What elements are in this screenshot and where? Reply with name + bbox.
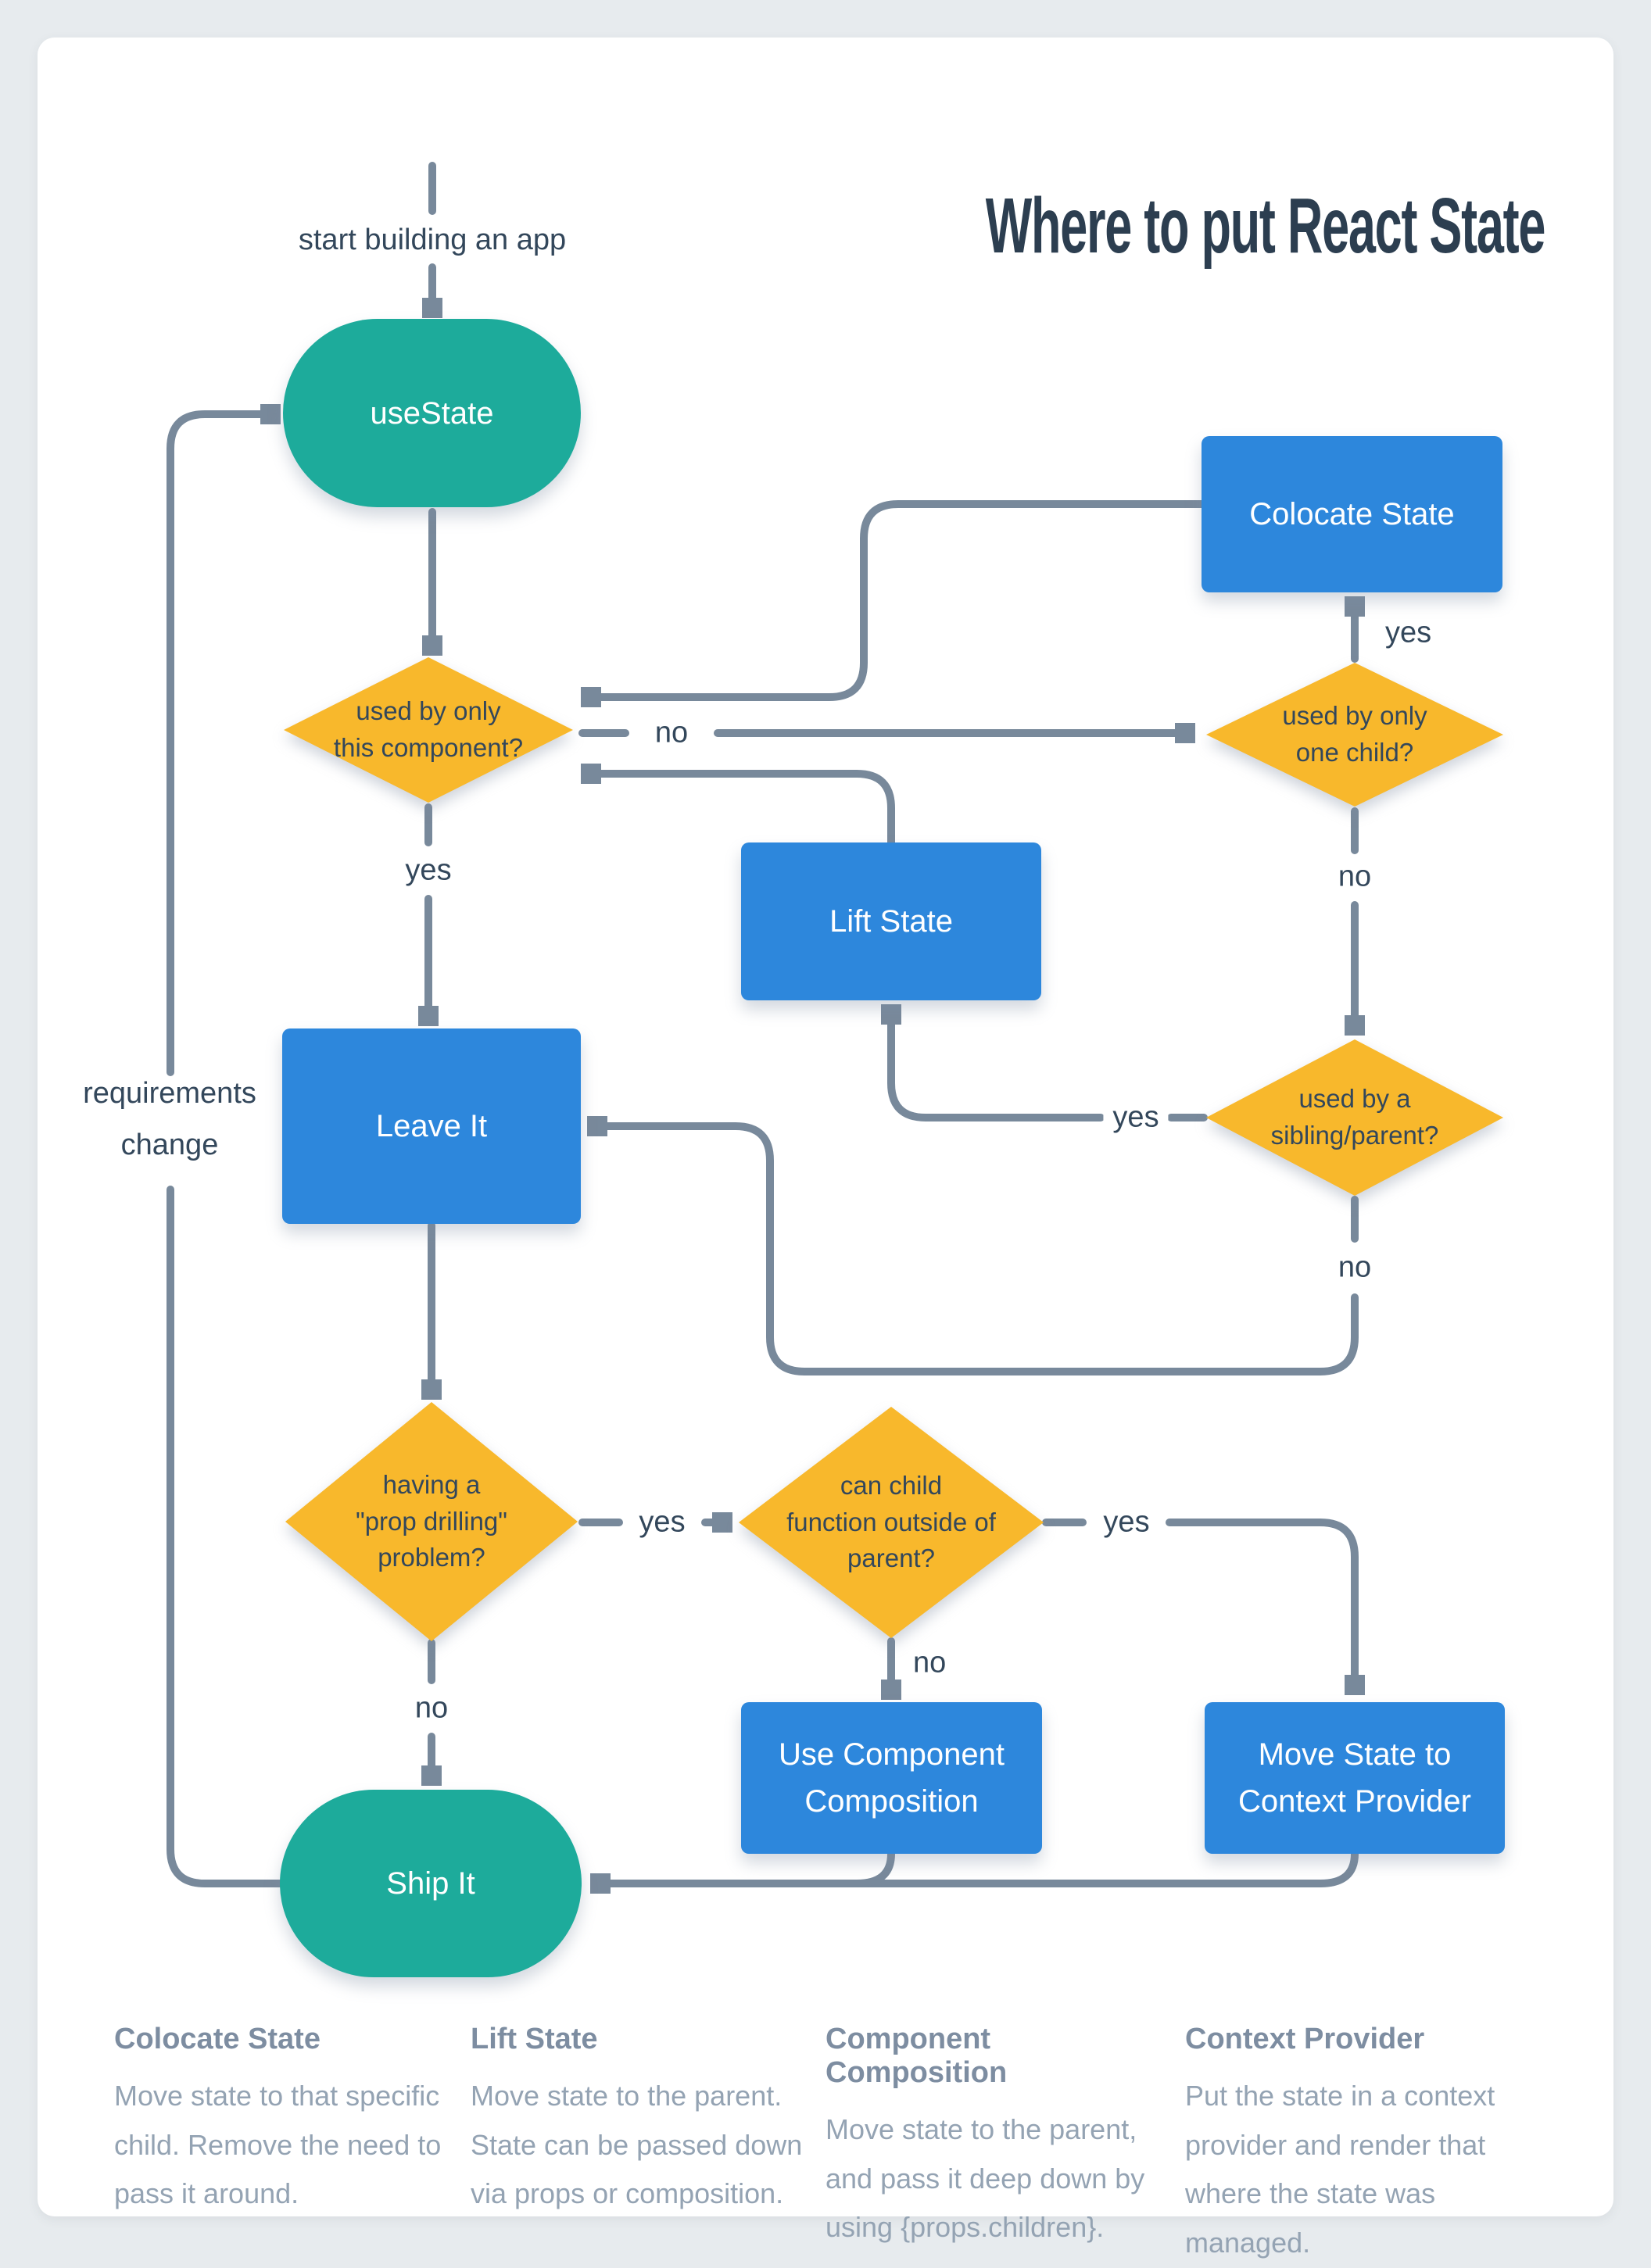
edge-label-component-yes: yes bbox=[396, 852, 461, 889]
decision-can-child-function-outside: can child function outside of parent? bbox=[739, 1407, 1044, 1638]
node-leave-it-label: Leave It bbox=[375, 1109, 488, 1143]
edge-lift-to-component bbox=[588, 774, 895, 846]
legend-colocate-state: Colocate State Move state to that specif… bbox=[114, 2023, 455, 2219]
decision-line: "prop drilling" bbox=[355, 1506, 508, 1536]
node-label-line: Context Provider bbox=[1238, 1784, 1471, 1819]
node-ship-it: Ship It bbox=[280, 1790, 582, 1977]
edge-label-sibling-no: no bbox=[1328, 1249, 1381, 1286]
decision-line: problem? bbox=[378, 1543, 485, 1572]
decision-line: having a bbox=[382, 1469, 481, 1499]
edge-label-propdrill-yes: yes bbox=[629, 1504, 695, 1541]
edge-context-to-ship bbox=[597, 1850, 1359, 1883]
decision-line: used by only bbox=[1282, 701, 1427, 731]
legend-context-provider: Context Provider Put the state in a cont… bbox=[1185, 2023, 1526, 2268]
decision-line: this component? bbox=[333, 733, 524, 762]
node-label-line: Composition bbox=[804, 1784, 979, 1819]
decision-line: sibling/parent? bbox=[1270, 1121, 1439, 1150]
edge-label-onechild-no: no bbox=[1328, 858, 1381, 896]
edge-colocate-to-component bbox=[588, 500, 1205, 697]
legend-title: Context Provider bbox=[1185, 2023, 1425, 2055]
requirements-change-annotation-line1: requirements bbox=[83, 1077, 256, 1110]
node-usestate-label: useState bbox=[370, 395, 494, 431]
edge-label-childfn-no: no bbox=[913, 1646, 947, 1680]
legend-body: Put the state in a context provider and … bbox=[1185, 2080, 1495, 2259]
decision-line: one child? bbox=[1295, 738, 1414, 767]
legend-body: Move state to the parent. State can be p… bbox=[471, 2080, 803, 2210]
edge-label-sibling-yes: yes bbox=[1103, 1099, 1169, 1136]
start-annotation: start building an app bbox=[298, 224, 567, 256]
node-ship-it-label: Ship It bbox=[386, 1866, 475, 1901]
node-move-state-to-context-provider: Move State to Context Provider bbox=[1205, 1702, 1505, 1854]
decision-used-by-this-component: used by only this component? bbox=[284, 657, 573, 803]
legend-body: Move state to the parent, and pass it de… bbox=[826, 2113, 1145, 2244]
decision-prop-drilling-problem: having a "prop drilling" problem? bbox=[285, 1402, 578, 1641]
decision-used-by-one-child: used by only one child? bbox=[1206, 663, 1503, 807]
decision-used-by-sibling-parent: used by a sibling/parent? bbox=[1206, 1039, 1503, 1196]
legend-lift-state: Lift State Move state to the parent. Sta… bbox=[471, 2023, 811, 2219]
page-title: Where to put React State bbox=[985, 182, 1546, 270]
node-label-line: Use Component bbox=[778, 1737, 1005, 1772]
edge-sibling-yes-to-lift bbox=[891, 1011, 1105, 1121]
edge-label-childfn-yes: yes bbox=[1094, 1504, 1159, 1541]
edge-sibling-no-to-leave bbox=[594, 1126, 1359, 1375]
node-lift-state: Lift State bbox=[741, 842, 1041, 1000]
decision-line: used by a bbox=[1298, 1084, 1411, 1114]
decision-line: used by only bbox=[356, 696, 501, 726]
node-use-component-composition: Use Component Composition bbox=[741, 1702, 1042, 1854]
decision-line: function outside of bbox=[786, 1507, 996, 1536]
node-colocate-state-label: Colocate State bbox=[1249, 497, 1455, 531]
requirements-change-annotation-line2: change bbox=[120, 1129, 219, 1161]
edge-label-onechild-yes: yes bbox=[1385, 616, 1432, 649]
edge-label-component-no: no bbox=[645, 714, 698, 752]
node-lift-state-label: Lift State bbox=[829, 904, 953, 939]
legend-title: Component Composition bbox=[826, 2023, 1008, 2089]
legend-title: Lift State bbox=[471, 2023, 598, 2055]
edge-composition-join bbox=[833, 1850, 895, 1887]
node-leave-it: Leave It bbox=[282, 1028, 581, 1224]
edge-ship-loop-lower bbox=[167, 1186, 284, 1887]
legend-component-composition: Component Composition Move state to the … bbox=[826, 2023, 1166, 2252]
node-label-line: Move State to bbox=[1258, 1737, 1452, 1772]
legend-title: Colocate State bbox=[114, 2023, 321, 2055]
edge-childfn-yes-to-context bbox=[1166, 1519, 1355, 1688]
edge-loop-upper-to-usestate bbox=[167, 414, 274, 1076]
edge-label-propdrill-no: no bbox=[405, 1690, 458, 1727]
node-colocate-state: Colocate State bbox=[1202, 436, 1502, 592]
legend-body: Move state to that specific child. Remov… bbox=[114, 2080, 442, 2210]
decision-line: parent? bbox=[847, 1544, 935, 1573]
decision-line: can child bbox=[840, 1470, 943, 1500]
node-usestate: useState bbox=[283, 319, 581, 507]
